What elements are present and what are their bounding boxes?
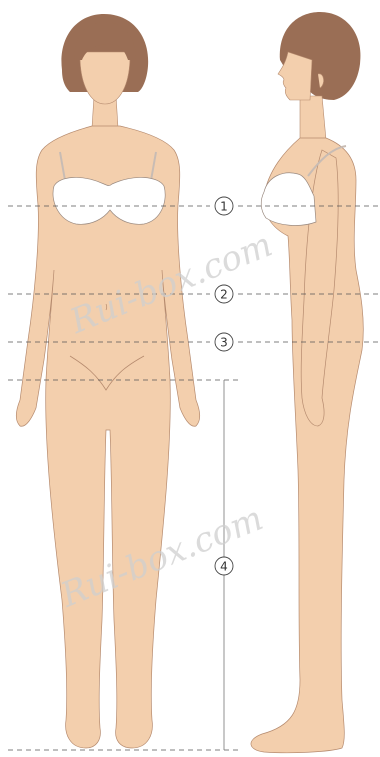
marker-4: 4	[215, 557, 233, 575]
side-figure	[251, 12, 363, 753]
marker-3-label: 3	[220, 336, 228, 350]
marker-3: 3	[215, 333, 233, 351]
marker-2: 2	[215, 285, 233, 303]
marker-4-label: 4	[220, 560, 228, 574]
marker-1: 1	[215, 197, 233, 215]
side-body	[251, 138, 363, 753]
front-face	[80, 52, 130, 104]
marker-2-label: 2	[220, 288, 228, 302]
marker-1-label: 1	[220, 200, 228, 214]
front-figure	[16, 14, 200, 748]
side-neck	[300, 96, 326, 140]
front-body	[16, 126, 200, 748]
